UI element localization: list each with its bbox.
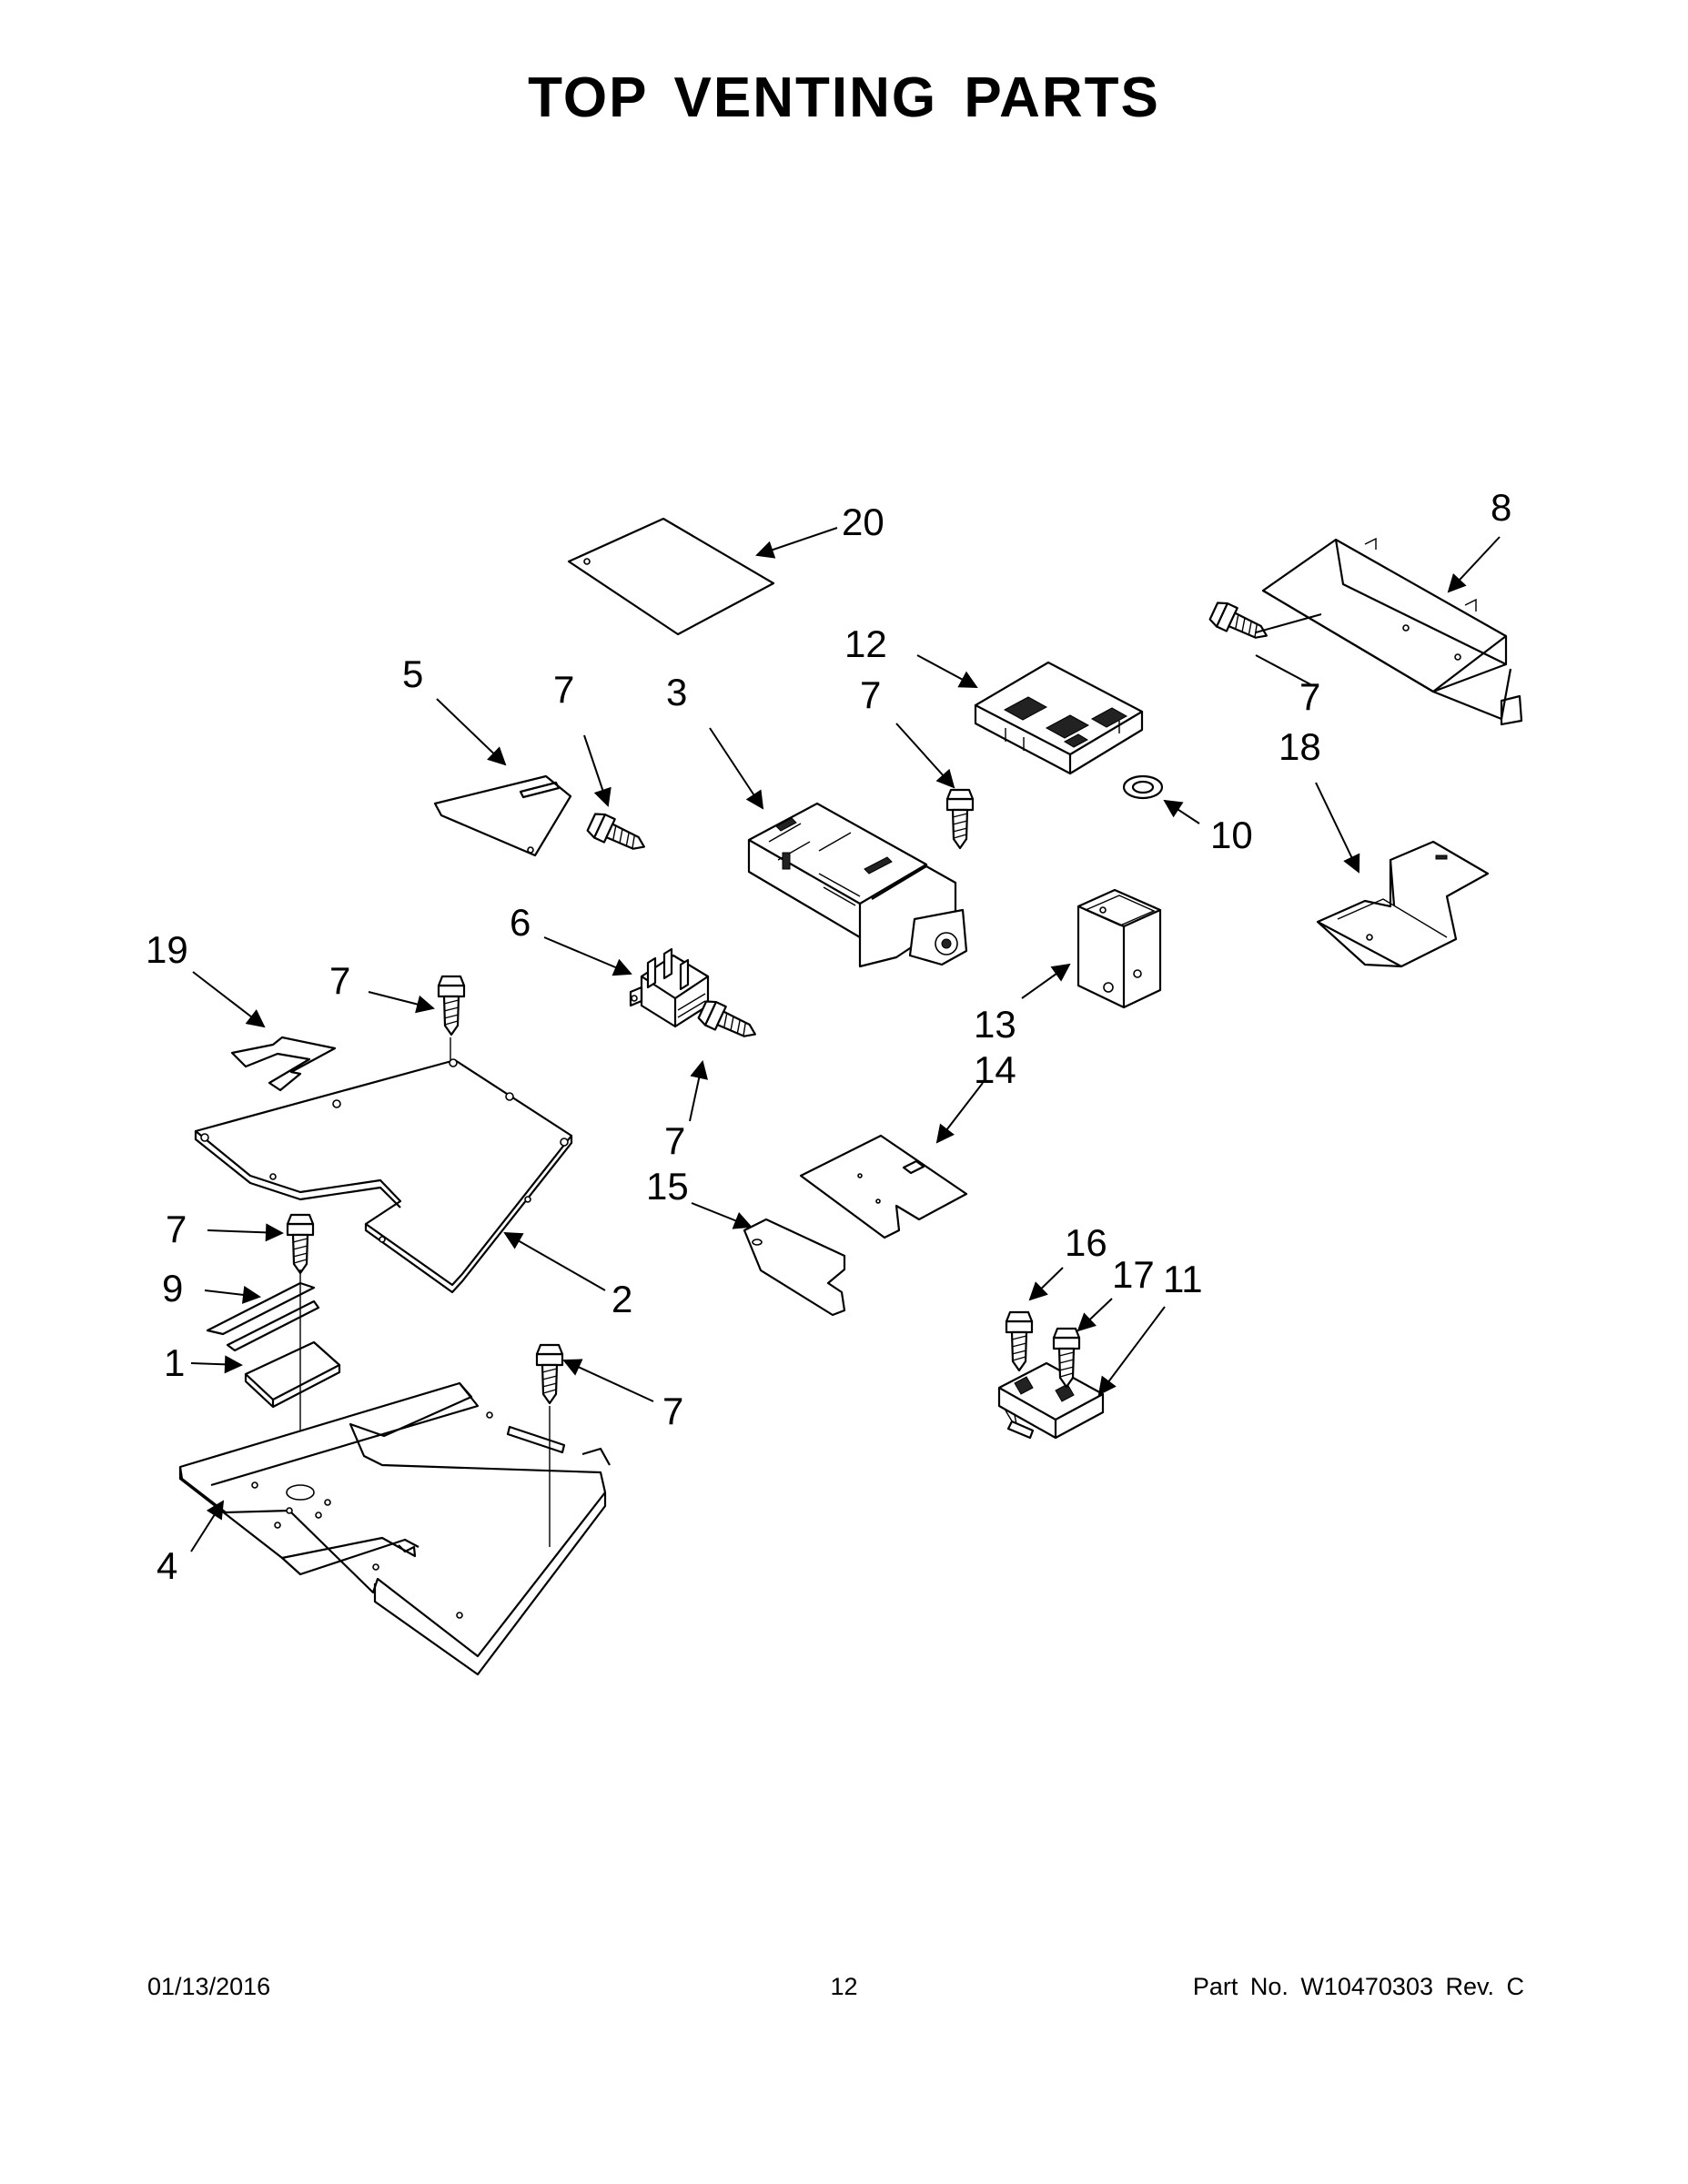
part-7-screw-f xyxy=(286,1213,315,1275)
callout-2: 2 xyxy=(612,1278,632,1320)
callout-7-d: 7 xyxy=(329,959,350,1002)
callout-19: 19 xyxy=(146,928,188,971)
part-10-ring xyxy=(1122,774,1164,800)
part-14-plate xyxy=(799,1134,968,1239)
page-title: TOP VENTING PARTS xyxy=(528,66,1160,129)
callout-5: 5 xyxy=(402,652,423,695)
part-11-terminal-block xyxy=(997,1361,1105,1440)
part-7-screw-a xyxy=(1207,598,1273,649)
callout-12: 12 xyxy=(844,622,887,665)
callout-15: 15 xyxy=(646,1165,689,1208)
callout-7-g: 7 xyxy=(662,1390,683,1432)
callout-7-b: 7 xyxy=(860,673,881,716)
callout-18: 18 xyxy=(1279,725,1321,768)
callout-11: 11 xyxy=(1163,1258,1203,1300)
callout-8: 8 xyxy=(1491,486,1511,529)
part-7-screw-b xyxy=(584,809,651,860)
callout-20: 20 xyxy=(842,500,884,543)
callout-numbers: 20 8 12 5 7 3 7 7 18 10 19 6 7 13 14 7 1… xyxy=(146,486,1511,1587)
callout-9: 9 xyxy=(162,1267,183,1309)
part-7-screw-d xyxy=(695,996,762,1047)
callout-7-a: 7 xyxy=(553,668,574,711)
part-5-plate xyxy=(433,774,572,857)
part-19-bracket xyxy=(230,1036,337,1092)
part-1-bracket xyxy=(244,1340,341,1409)
callout-17: 17 xyxy=(1112,1253,1155,1296)
callout-10: 10 xyxy=(1210,814,1253,856)
part-18-tray xyxy=(1316,840,1490,968)
part-20-sheet xyxy=(567,517,775,636)
callout-7-f: 7 xyxy=(166,1208,187,1250)
callout-1: 1 xyxy=(164,1341,185,1384)
part-8-deflector xyxy=(1261,537,1523,726)
part-15-flap xyxy=(743,1218,846,1317)
callout-4: 4 xyxy=(157,1544,177,1587)
part-2-panel xyxy=(194,1058,573,1294)
footer-part-number: Part No. W10470303 Rev. C xyxy=(1192,1973,1524,2000)
part-16-screw xyxy=(1005,1310,1034,1372)
callout-3: 3 xyxy=(666,671,687,713)
part-7-screw-c xyxy=(945,788,975,850)
part-9-gasket xyxy=(206,1281,320,1352)
footer-date: 01/13/2016 xyxy=(147,1973,271,2000)
part-7-screw-g xyxy=(535,1343,564,1405)
footer-page-number: 12 xyxy=(830,1973,858,2000)
part-7-screw-e xyxy=(437,975,466,1036)
callout-7-e: 7 xyxy=(664,1119,685,1162)
callout-6: 6 xyxy=(510,901,531,944)
callout-16: 16 xyxy=(1065,1221,1107,1264)
part-12-board xyxy=(974,661,1144,775)
part-13-box xyxy=(1076,888,1162,1009)
leader-lines xyxy=(190,527,1501,1552)
part-6-transformer xyxy=(629,947,710,1028)
part-3-motor-housing xyxy=(747,802,968,968)
callout-7-c: 7 xyxy=(1299,675,1320,718)
part-4-base xyxy=(178,1381,611,1676)
callout-14: 14 xyxy=(974,1048,1016,1091)
callout-13: 13 xyxy=(974,1003,1016,1046)
